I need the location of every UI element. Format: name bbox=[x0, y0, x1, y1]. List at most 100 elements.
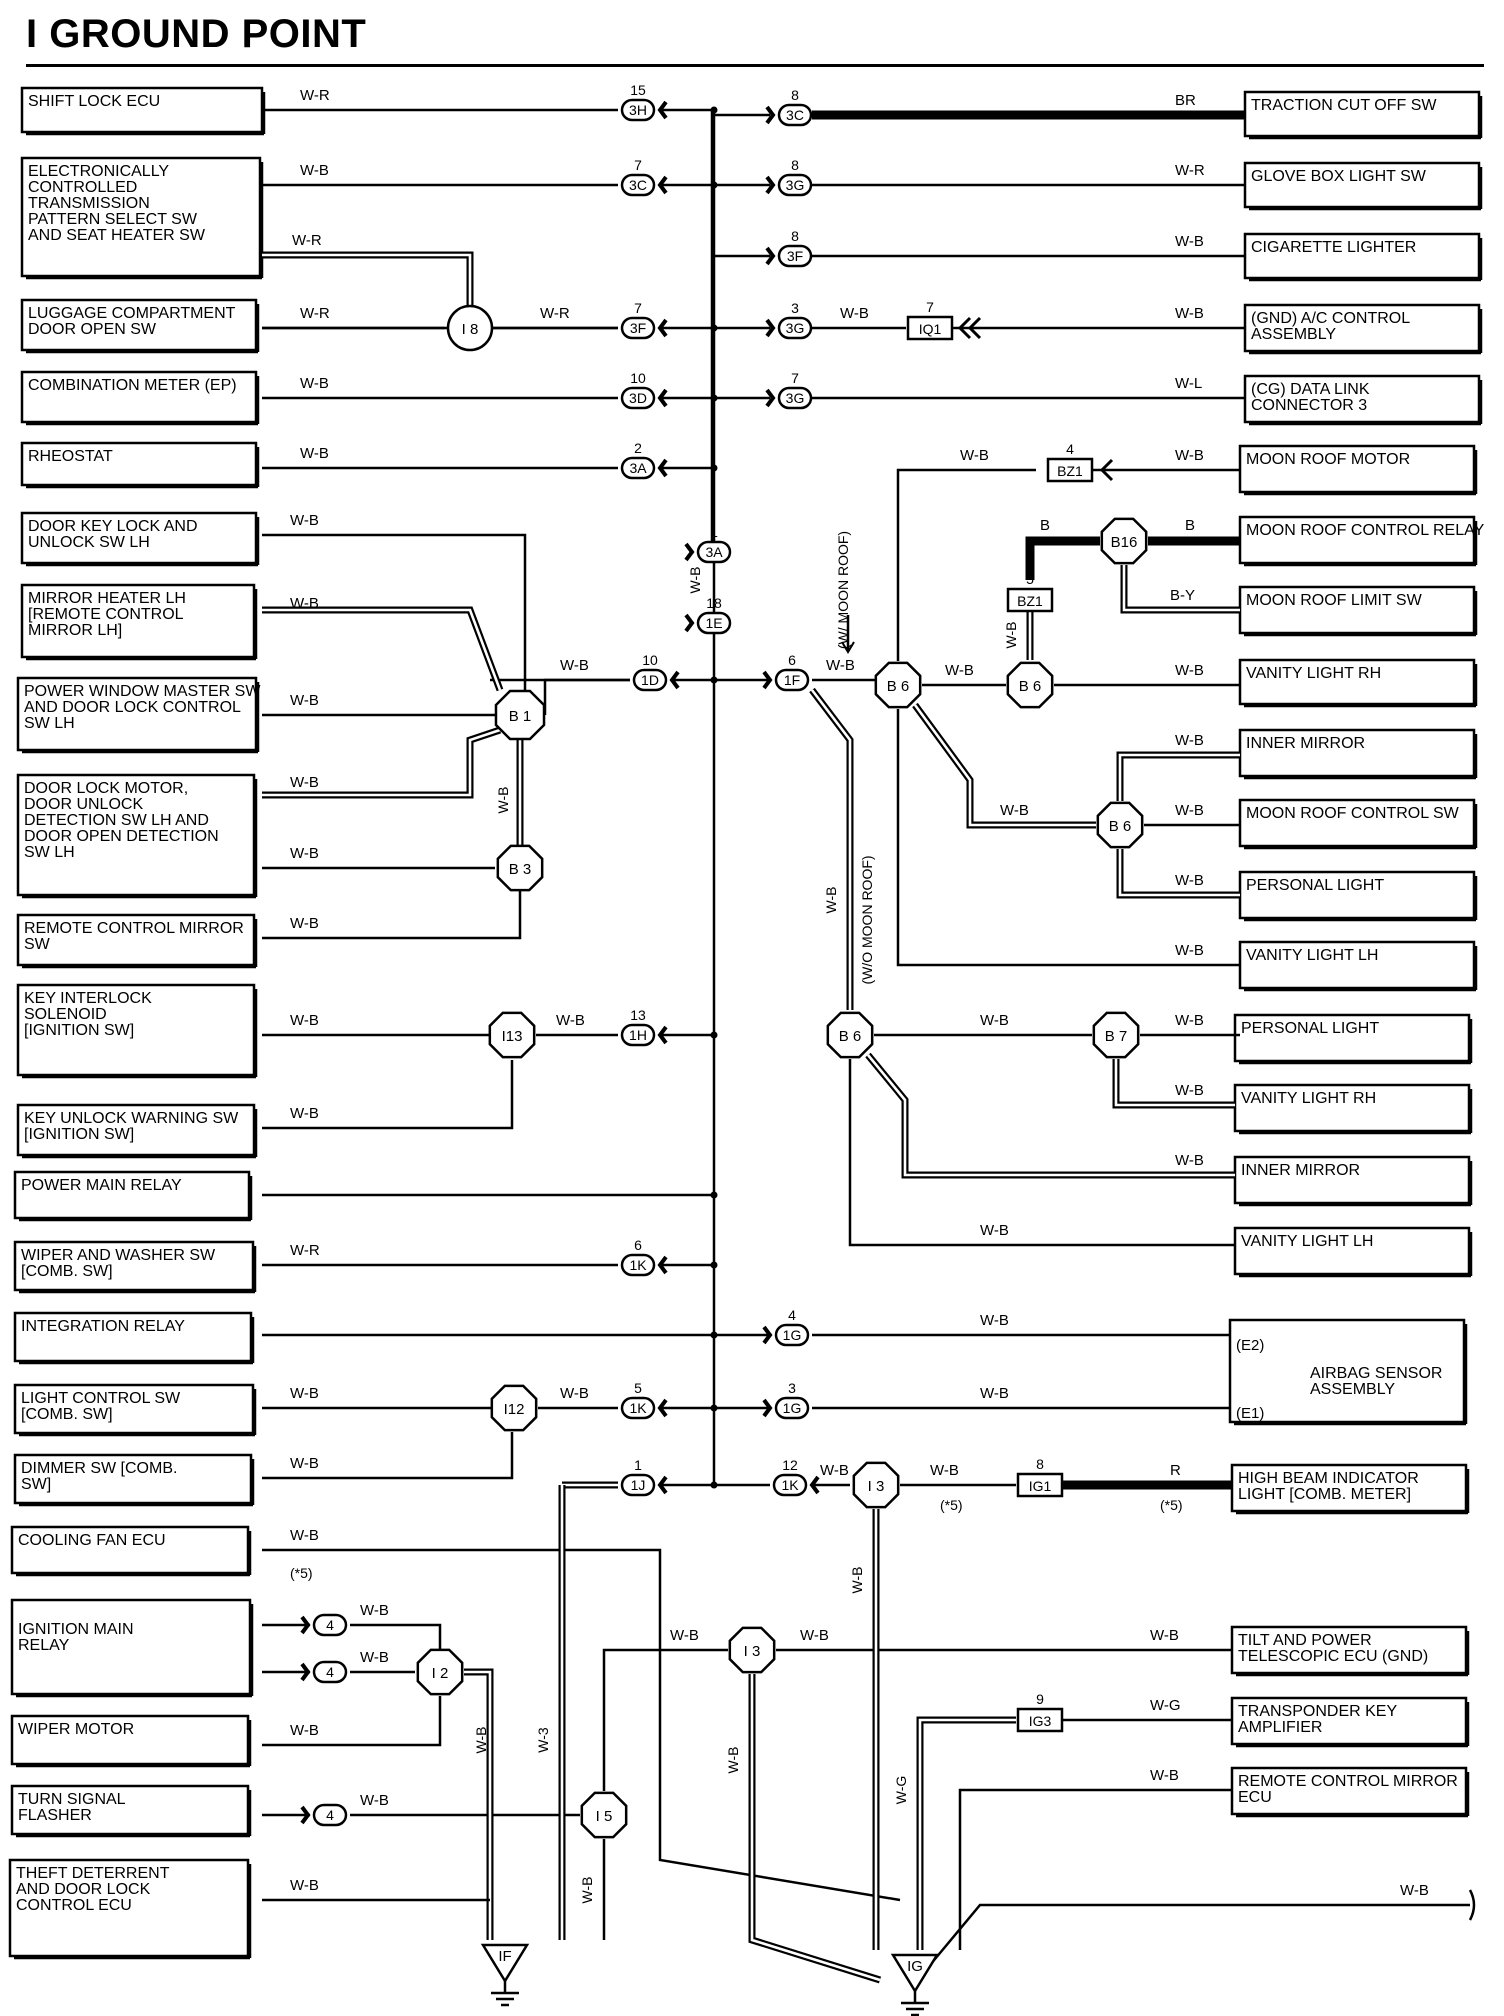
wire-color-label: W-B bbox=[290, 692, 319, 709]
offpage-brace bbox=[1468, 1889, 1476, 1921]
wire-color-label: W-B bbox=[1150, 1627, 1179, 1644]
wire-color-label: W-B bbox=[1000, 802, 1029, 819]
junction-label: I13 bbox=[502, 1028, 523, 1045]
left-box-1-text: CONTROLLED bbox=[28, 179, 137, 196]
wire-color-label: W-B bbox=[290, 1527, 319, 1544]
wire-color-label: W-B bbox=[1150, 1767, 1179, 1784]
wire-color-label: W-B bbox=[980, 1312, 1009, 1329]
splice-dot bbox=[710, 1481, 718, 1489]
right-box-15-text: INNER MIRROR bbox=[1241, 1162, 1360, 1179]
wire-color-label: W-B bbox=[826, 657, 855, 674]
connectors-and-junctions bbox=[300, 98, 1148, 2016]
pin-label: 2 bbox=[634, 440, 642, 456]
wire-color-label: W-B bbox=[290, 845, 319, 862]
left-box-17-text: COOLING FAN ECU bbox=[18, 1532, 166, 1549]
junction-b7 bbox=[1092, 1011, 1140, 1059]
connector-3A-1 bbox=[696, 540, 732, 564]
connector-1K-5 bbox=[620, 1396, 656, 1420]
wire-color-label: W-B bbox=[290, 1877, 319, 1894]
junction-b6-a bbox=[874, 661, 922, 709]
annotation-star5: (*5) bbox=[940, 1497, 963, 1513]
left-box-10-text: KEY INTERLOCK bbox=[24, 990, 152, 1007]
wire-color-label: W-B bbox=[980, 1012, 1009, 1029]
right-box-7-text: MOON ROOF LIMIT SW bbox=[1246, 592, 1423, 609]
chevron bbox=[762, 1398, 773, 1418]
connector-BZ1-4 bbox=[1046, 457, 1094, 483]
connector-1G-3 bbox=[774, 1396, 810, 1420]
wire-color-label: W-R bbox=[290, 1242, 320, 1259]
chevron bbox=[762, 670, 773, 690]
wire-color-label: W-B bbox=[556, 1012, 585, 1029]
wire-door-lock-motor bbox=[262, 728, 501, 797]
chevron bbox=[657, 175, 668, 195]
connector-label: BZ1 bbox=[1057, 463, 1083, 479]
wire-color-label: W-B bbox=[1175, 1152, 1204, 1169]
right-box-2-text: CIGARETTE LIGHTER bbox=[1251, 239, 1416, 256]
pin-label: 7 bbox=[926, 299, 934, 315]
wire-color-label: W-B bbox=[360, 1649, 389, 1666]
wire-b6-vanity-lh bbox=[848, 1059, 1235, 1247]
left-box-16-text: SW] bbox=[21, 1476, 51, 1493]
chevron bbox=[967, 316, 982, 340]
right-box-5-text: MOON ROOF MOTOR bbox=[1246, 451, 1410, 468]
left-box-1-text: ELECTRONICALLY bbox=[28, 163, 169, 180]
right-box-0-text: TRACTION CUT OFF SW bbox=[1251, 97, 1437, 114]
junction-b1 bbox=[494, 689, 546, 741]
junction-label: B 6 bbox=[887, 678, 910, 695]
wire-i2-if bbox=[464, 1670, 492, 1940]
junction-label: B 1 bbox=[509, 708, 532, 725]
left-box-15 bbox=[13, 1383, 255, 1435]
left-box-7-text: POWER WINDOW MASTER SW bbox=[24, 683, 261, 700]
left-box-7 bbox=[16, 676, 258, 752]
pin-label: 12 bbox=[782, 1457, 798, 1473]
wire-color-label: W-B bbox=[670, 1627, 699, 1644]
connector-label: 4 bbox=[326, 1664, 334, 1680]
left-box-13 bbox=[13, 1240, 255, 1292]
junction-i13 bbox=[488, 1011, 536, 1059]
junction-b6-d bbox=[826, 1011, 874, 1059]
left-box-21 bbox=[8, 1858, 250, 1958]
left-box-14-text: INTEGRATION RELAY bbox=[21, 1318, 185, 1335]
right-box-21-text: ECU bbox=[1238, 1789, 1272, 1806]
left-box-2-text: LUGGAGE COMPARTMENT bbox=[28, 305, 236, 322]
wire-b7-vanity-rh bbox=[1114, 1059, 1235, 1107]
labels: SHIFT LOCK ECUELECTRONICALLYCONTROLLEDTR… bbox=[16, 82, 1485, 1975]
junction-label: I 2 bbox=[432, 1665, 449, 1682]
connector-label: 3G bbox=[786, 177, 805, 193]
left-box-7-text: SW LH bbox=[24, 715, 75, 732]
chevron bbox=[300, 1805, 311, 1825]
right-box-15 bbox=[1233, 1155, 1471, 1205]
connector-label: 3F bbox=[787, 248, 803, 264]
wire-color-label: W-B bbox=[687, 567, 703, 594]
wire-color-label: W-B bbox=[290, 1722, 319, 1739]
left-box-20-text: FLASHER bbox=[18, 1807, 92, 1824]
terminal-e1: (E1) bbox=[1236, 1405, 1264, 1422]
right-box-20-text: AMPLIFIER bbox=[1238, 1719, 1322, 1736]
pin-label: 5 bbox=[634, 1380, 642, 1396]
connector-label: 4 bbox=[326, 1617, 334, 1633]
connector-label: 4 bbox=[326, 1807, 334, 1823]
chevron bbox=[765, 105, 776, 125]
connector-label: 1K bbox=[629, 1257, 647, 1273]
right-box-16-text: VANITY LIGHT LH bbox=[1241, 1233, 1373, 1250]
left-box-10 bbox=[16, 983, 256, 1077]
left-box-15-text: LIGHT CONTROL SW bbox=[21, 1390, 181, 1407]
wire-remote-mirror-ecu bbox=[958, 1788, 1232, 1950]
right-box-4-text: (CG) DATA LINK bbox=[1251, 381, 1370, 398]
left-box-10-text: [IGNITION SW] bbox=[24, 1022, 134, 1039]
right-box-21-text: REMOTE CONTROL MIRROR bbox=[1238, 1773, 1458, 1790]
connector-3G bbox=[777, 316, 813, 340]
connector-label: 3C bbox=[629, 177, 647, 193]
pin-label: 8 bbox=[791, 87, 799, 103]
left-box-16-text: DIMMER SW [COMB. bbox=[21, 1460, 177, 1477]
wire-inner-mirror bbox=[1116, 751, 1240, 801]
connector-label: 1G bbox=[783, 1400, 802, 1416]
pin-label: 18 bbox=[706, 595, 722, 611]
wire-color-label: B bbox=[1185, 517, 1195, 534]
left-box-20-text: TURN SIGNAL bbox=[18, 1791, 126, 1808]
right-box-8-text: VANITY LIGHT RH bbox=[1246, 665, 1381, 682]
wire-color-label: W-G bbox=[1150, 1697, 1181, 1714]
connector-label: 3C bbox=[786, 107, 804, 123]
wire-color-label: W-B bbox=[800, 1627, 829, 1644]
splice-dot bbox=[710, 1331, 718, 1339]
